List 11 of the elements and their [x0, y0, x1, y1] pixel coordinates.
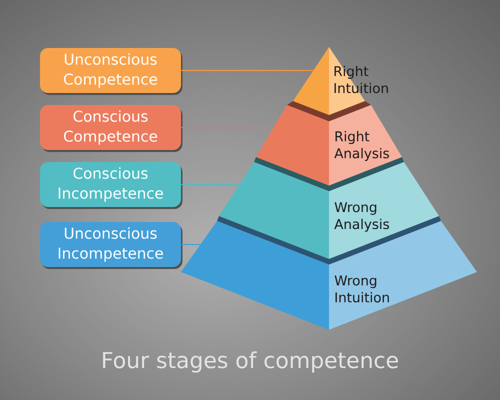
caption: Four stages of competence	[103, 351, 398, 373]
node-label: Wrong Intuition	[334, 276, 389, 302]
connector-line	[181, 70, 314, 72]
connector-line	[181, 244, 200, 246]
label-box: Unconscious Competence	[40, 48, 182, 95]
label-box: Unconscious Incompetence	[40, 222, 182, 269]
pyramid-layer: Right Analysis	[256, 101, 402, 186]
connector-line	[181, 126, 274, 128]
label-box: Conscious Competence	[40, 105, 182, 152]
connector-line	[181, 184, 240, 186]
label-box: Conscious Incompetence	[40, 162, 182, 209]
